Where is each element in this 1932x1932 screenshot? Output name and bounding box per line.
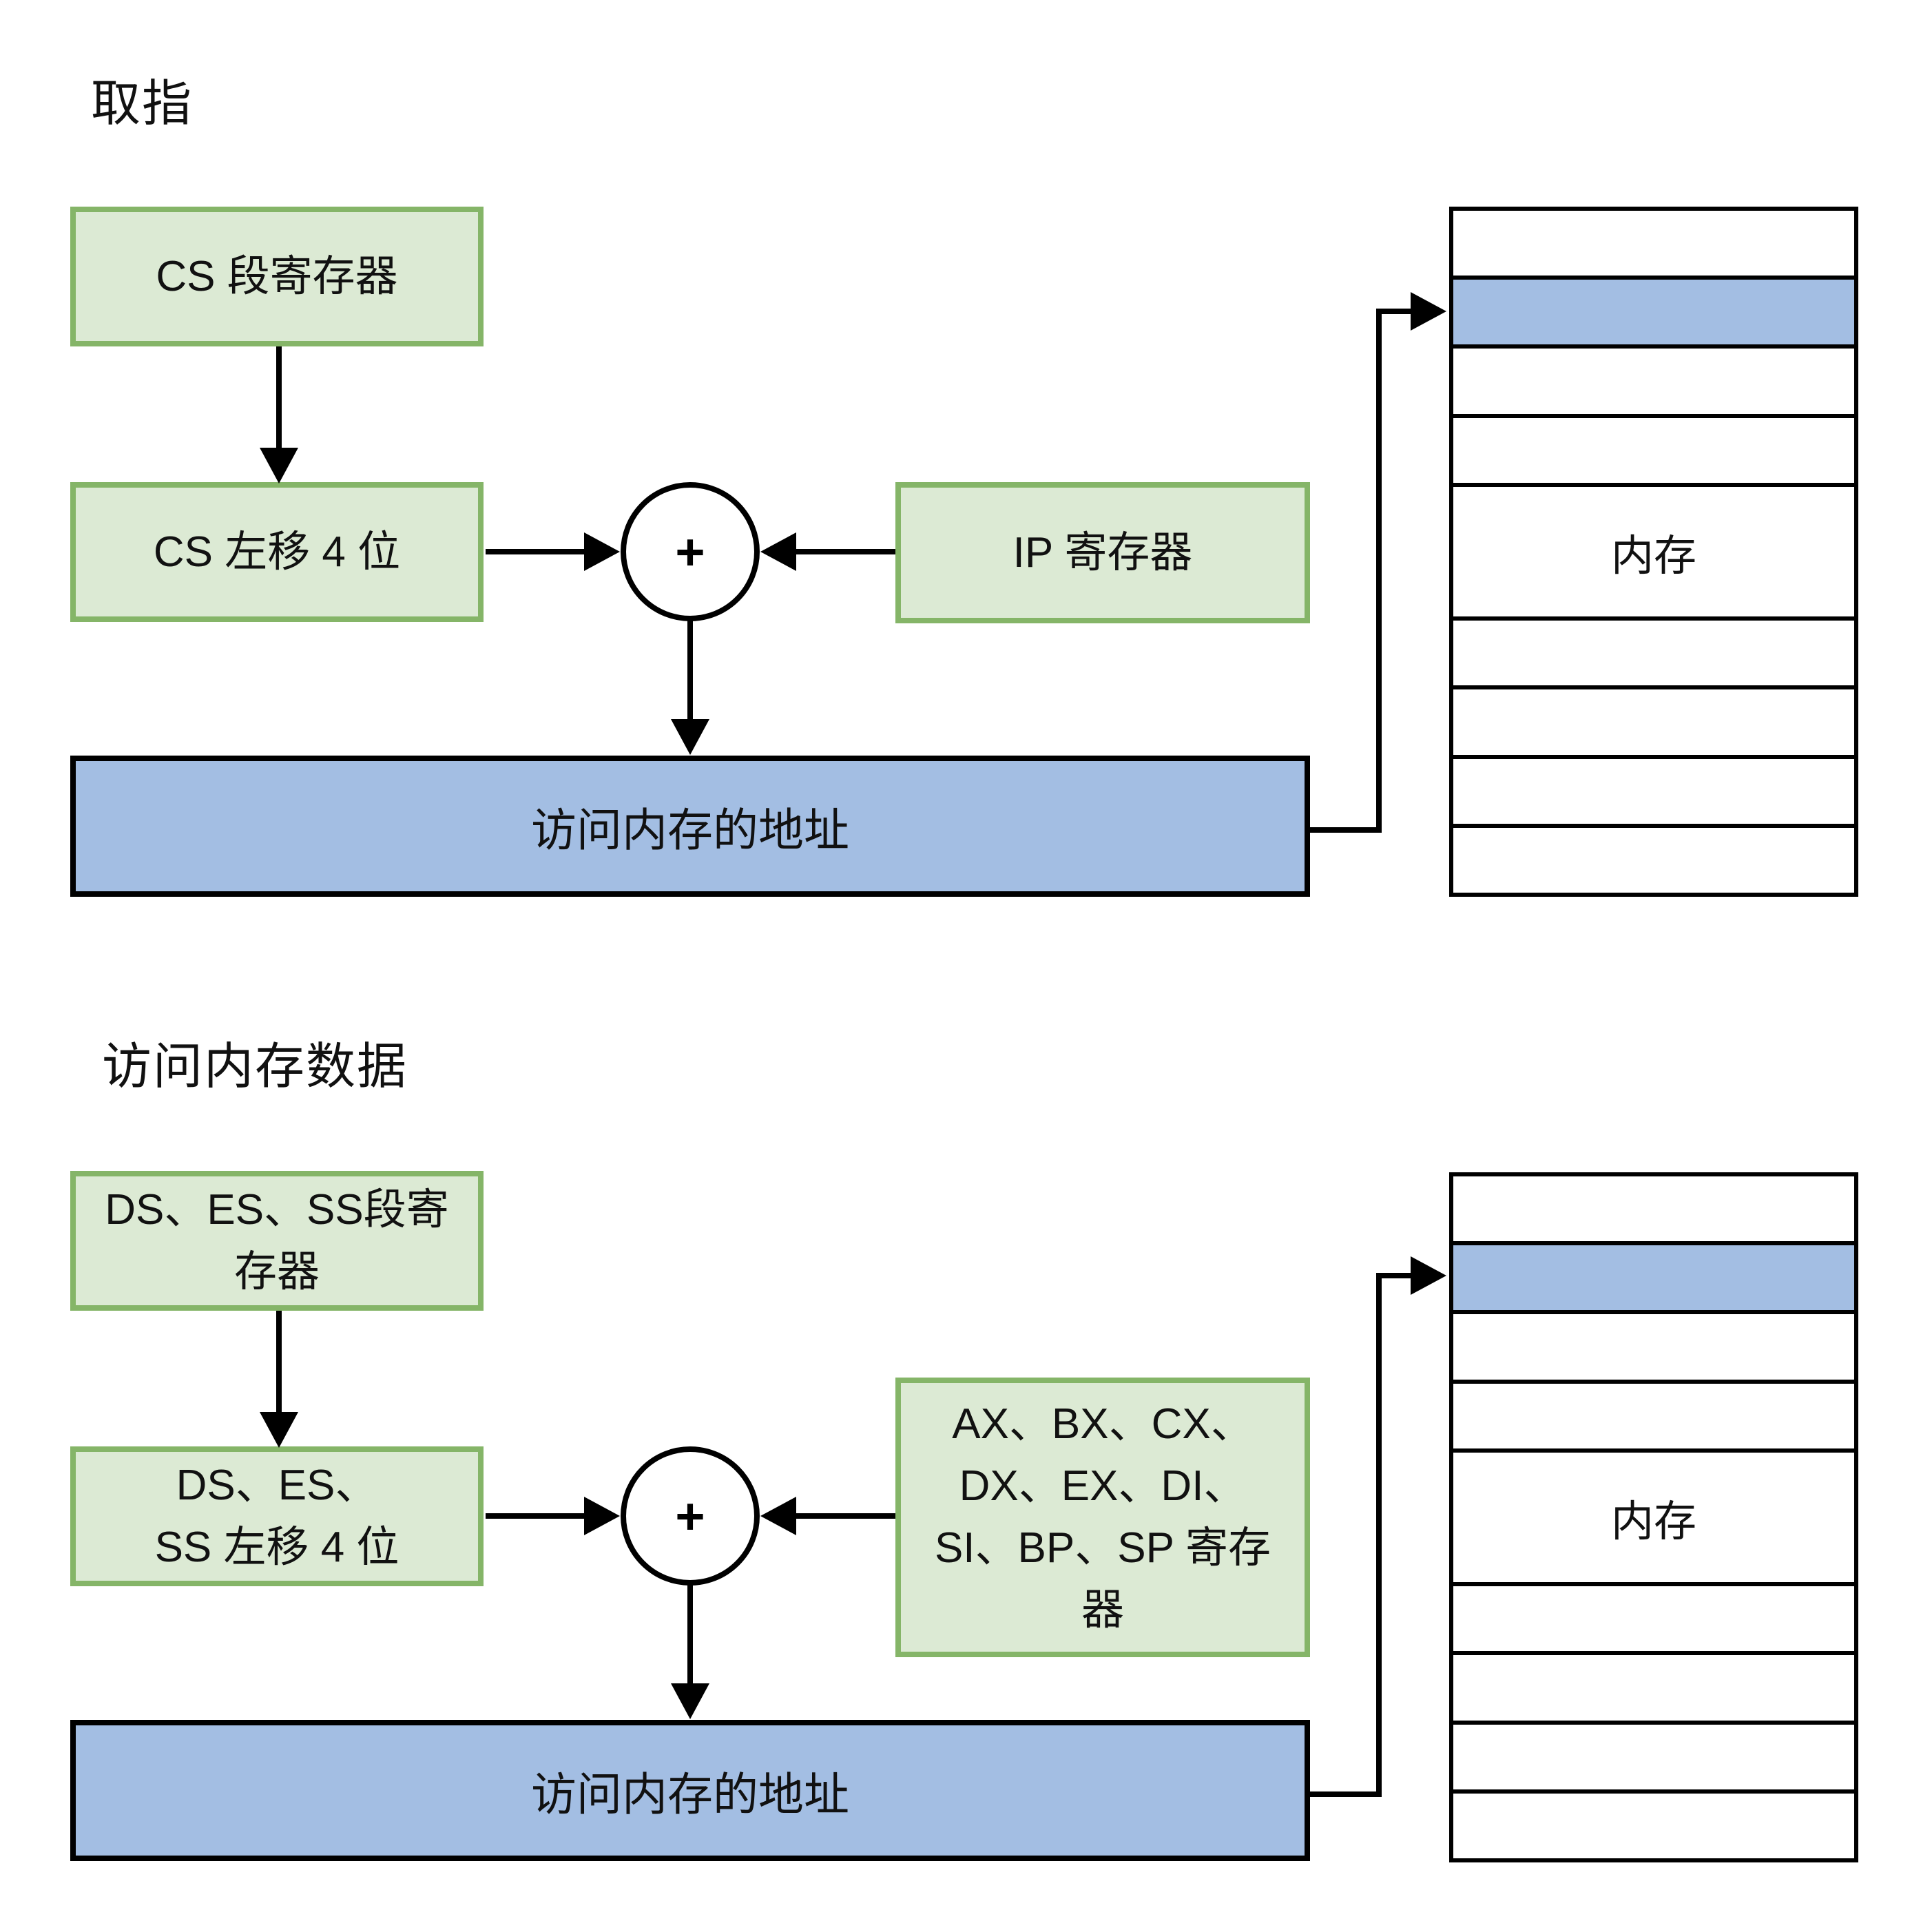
ip-register-box: IP 寄存器 <box>895 482 1310 623</box>
fetch-title: 取指 <box>91 76 194 132</box>
seg-register-label-line1: DS、ES、SS段寄 <box>105 1185 449 1234</box>
memory-cell <box>1453 1586 1854 1656</box>
ip-register-label: IP 寄存器 <box>1012 528 1193 577</box>
memory-label: 内存 <box>1610 1498 1696 1546</box>
cs-segment-register-label: CS 段寄存器 <box>156 252 398 300</box>
memory-cell <box>1453 689 1854 759</box>
plus-icon: + <box>675 523 705 581</box>
general-registers-line1: AX、BX、CX、 <box>952 1400 1254 1448</box>
memory-table-data: 内存 <box>1449 1172 1858 1862</box>
memory-cell <box>1453 621 1854 690</box>
memory-cell <box>1453 1724 1854 1794</box>
memory-table-fetch: 内存 <box>1449 207 1858 897</box>
arrow-shift-to-adder-icon <box>486 532 620 571</box>
connector-address-to-memory-fetch-icon <box>1310 292 1446 833</box>
memory-highlighted-cell <box>1453 1245 1854 1315</box>
cs-segment-register-box: CS 段寄存器 <box>70 207 484 346</box>
data-access-title: 访问内存数据 <box>102 1039 408 1094</box>
memory-label: 内存 <box>1610 532 1696 581</box>
arrow-adder-to-address-icon <box>671 621 709 755</box>
memory-cell <box>1453 1793 1854 1859</box>
general-registers-box: AX、BX、CX、 DX、EX、DI、 SI、BP、SP 寄存 器 <box>895 1378 1310 1657</box>
cs-shift-left-box: CS 左移 4 位 <box>70 482 484 622</box>
memory-cell <box>1453 1383 1854 1453</box>
memory-label-cell: 内存 <box>1453 486 1854 621</box>
ds-es-ss-segment-register-box: DS、ES、SS段寄 存器 <box>70 1171 484 1311</box>
shift-left-label-line2: SS 左移 4 位 <box>154 1523 399 1571</box>
plus-icon: + <box>675 1487 705 1545</box>
memory-cell <box>1453 349 1854 418</box>
memory-address-box-fetch: 访问内存的地址 <box>70 756 1310 897</box>
arrow-cs-to-shift-icon <box>260 346 298 484</box>
memory-label-cell: 内存 <box>1453 1452 1854 1587</box>
adder-circle-data: + <box>621 1446 760 1586</box>
arrow-adder2-to-address-icon <box>671 1585 709 1719</box>
memory-cell <box>1453 758 1854 828</box>
memory-cell <box>1453 1176 1854 1246</box>
arrow-registers-to-adder-icon <box>760 1497 895 1535</box>
arrow-ip-to-adder-icon <box>760 532 895 571</box>
memory-address-box-data: 访问内存的地址 <box>70 1720 1310 1861</box>
seg-register-label-line2: 存器 <box>233 1247 320 1296</box>
memory-cell <box>1453 211 1854 280</box>
shift-left-label-line1: DS、ES、 <box>176 1461 378 1509</box>
cs-shift-left-label: CS 左移 4 位 <box>153 528 401 576</box>
memory-cell <box>1453 1655 1854 1725</box>
arrow-shift2-to-adder-icon <box>486 1497 620 1535</box>
memory-address-label-fetch: 访问内存的地址 <box>531 804 849 855</box>
general-registers-line2: DX、EX、DI、 <box>959 1462 1247 1510</box>
adder-circle-fetch: + <box>621 482 760 621</box>
ds-es-ss-shift-left-box: DS、ES、 SS 左移 4 位 <box>70 1446 484 1586</box>
memory-cell <box>1453 1314 1854 1384</box>
connector-address-to-memory-data-icon <box>1310 1256 1446 1797</box>
general-registers-line3: SI、BP、SP 寄存 <box>934 1524 1271 1572</box>
memory-highlighted-cell <box>1453 280 1854 349</box>
general-registers-line4: 器 <box>1081 1586 1124 1634</box>
memory-address-label-data: 访问内存的地址 <box>531 1768 849 1820</box>
arrow-seg-to-shift-icon <box>260 1311 298 1448</box>
memory-cell <box>1453 417 1854 487</box>
memory-cell <box>1453 827 1854 893</box>
